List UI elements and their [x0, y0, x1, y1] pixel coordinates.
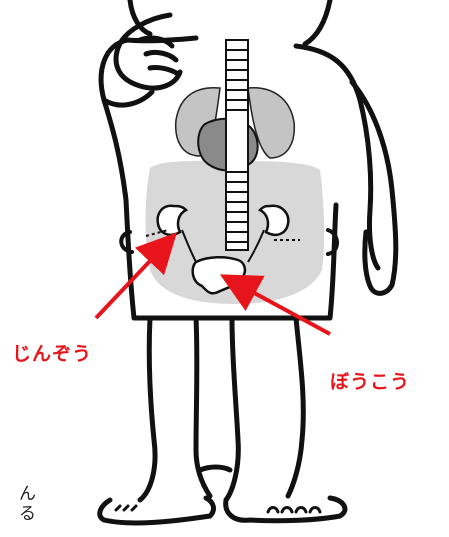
- cropped-caption: ん る: [0, 484, 36, 524]
- legs-outline: [140, 318, 303, 500]
- bladder-label: ぼうこう: [330, 367, 410, 394]
- spine: [226, 40, 248, 250]
- caption-line-2: る: [0, 504, 36, 524]
- kidney-label: じんぞう: [12, 339, 92, 366]
- caption-line-1: ん: [0, 484, 36, 504]
- toes: [116, 506, 320, 512]
